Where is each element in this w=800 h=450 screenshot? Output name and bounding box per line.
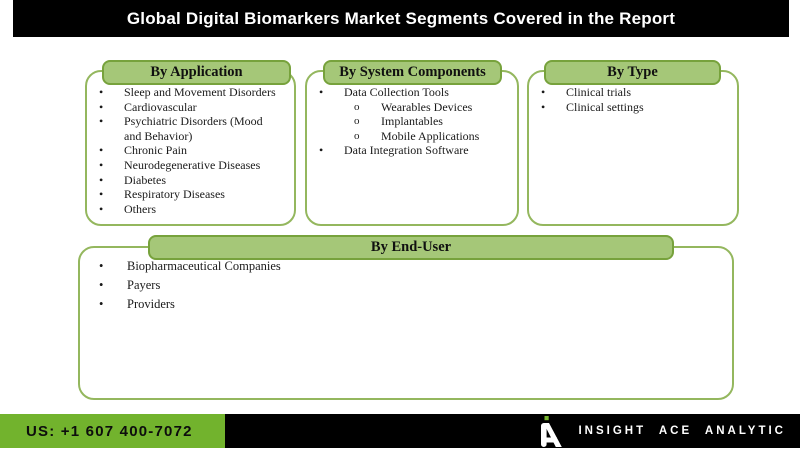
segment-box-end-user: By End-User • Biopharmaceutical Companies… bbox=[78, 235, 734, 400]
footer-phone-panel: US: +1 607 400-7072 bbox=[0, 414, 225, 448]
application-list: • Sleep and Movement Disorders • Cardiovas… bbox=[87, 72, 294, 216]
bullet-icon: • bbox=[541, 99, 546, 114]
segment-header-application: By Application bbox=[102, 60, 291, 85]
list-item-label: Chronic Pain bbox=[124, 143, 187, 158]
list-item-label: Respiratory Diseases bbox=[124, 187, 225, 202]
bullet-icon: • bbox=[99, 201, 104, 216]
list-item-label: Sleep and Movement Disorders bbox=[124, 85, 276, 99]
list-item-label: Implantables bbox=[381, 114, 443, 129]
bullet-icon: • bbox=[99, 114, 104, 129]
list-item: • Cardiovascular bbox=[95, 100, 290, 115]
list-item-label: Payers bbox=[127, 278, 161, 292]
list-item-label: Cardiovascular bbox=[124, 99, 197, 114]
bullet-icon: • bbox=[99, 143, 104, 158]
segment-box-type: By Type • Clinical trials • Clinical setti… bbox=[527, 60, 739, 226]
list-item: • Providers bbox=[92, 295, 728, 314]
bullet-icon: • bbox=[99, 99, 104, 114]
bullet-icon: • bbox=[99, 172, 104, 187]
list-item: • Others bbox=[95, 202, 290, 217]
type-list: • Clinical trials • Clinical settings bbox=[529, 72, 737, 114]
list-item-label: Diabetes bbox=[124, 172, 166, 187]
list-item: • Neurodegenerative Diseases bbox=[95, 158, 290, 173]
list-item-label: Others bbox=[124, 201, 156, 216]
segment-header-system-components: By System Components bbox=[323, 60, 502, 85]
list-item-label: Biopharmaceutical Companies bbox=[127, 259, 281, 273]
list-subitem: o Implantables bbox=[348, 114, 513, 129]
list-item-label: Clinical trials bbox=[566, 85, 631, 99]
circle-bullet-icon: o bbox=[354, 115, 360, 128]
brand-logo-icon bbox=[541, 415, 563, 447]
list-item-label: Wearables Devices bbox=[381, 99, 473, 114]
list-item: • Clinical trials bbox=[537, 85, 733, 100]
bullet-icon: • bbox=[99, 187, 104, 202]
bullet-icon: • bbox=[541, 85, 546, 99]
list-item: • Sleep and Movement Disorders bbox=[95, 85, 290, 100]
bullet-icon: • bbox=[99, 259, 104, 273]
list-item: • Biopharmaceutical Companies bbox=[92, 257, 728, 276]
segment-header-type: By Type bbox=[544, 60, 721, 85]
system-components-list: • Data Collection Tools o Wearables Device… bbox=[307, 72, 517, 158]
list-item: • Data Integration Software bbox=[315, 143, 513, 158]
list-subitem: o Wearables Devices bbox=[348, 100, 513, 115]
title-banner: Global Digital Biomarkers Market Segment… bbox=[13, 0, 789, 37]
list-item-label: Data Integration Software bbox=[344, 143, 469, 158]
list-subitem: o Mobile Applications bbox=[348, 129, 513, 144]
list-item-label: Psychiatric Disorders (Mood and Behavior… bbox=[124, 114, 263, 143]
segment-box-application: By Application • Sleep and Movement Disor… bbox=[85, 60, 296, 226]
list-item-label: Providers bbox=[127, 297, 175, 311]
brand-name: INSIGHT ACE ANALYTIC bbox=[578, 425, 786, 437]
phone-number: US: +1 607 400-7072 bbox=[26, 422, 193, 440]
bullet-icon: • bbox=[99, 157, 104, 172]
list-item: • Diabetes bbox=[95, 173, 290, 188]
bullet-icon: • bbox=[319, 85, 324, 99]
list-item-label: Data Collection Tools bbox=[344, 85, 449, 99]
list-item: • Chronic Pain bbox=[95, 143, 290, 158]
segment-box-system-components: By System Components • Data Collection To… bbox=[305, 60, 519, 226]
bullet-icon: • bbox=[99, 85, 104, 99]
list-item: • Psychiatric Disorders (Mood and Behavio… bbox=[95, 114, 290, 143]
circle-bullet-icon: o bbox=[354, 100, 360, 113]
footer-brand-panel: INSIGHT ACE ANALYTIC bbox=[225, 414, 800, 448]
page-title: Global Digital Biomarkers Market Segment… bbox=[126, 8, 676, 28]
list-item-label: Neurodegenerative Diseases bbox=[124, 157, 261, 172]
bullet-icon: • bbox=[99, 297, 104, 311]
list-item: • Clinical settings bbox=[537, 100, 733, 115]
end-user-list: • Biopharmaceutical Companies • Payers • Pr… bbox=[80, 248, 732, 314]
circle-bullet-icon: o bbox=[354, 129, 360, 142]
segment-header-end-user: By End-User bbox=[148, 235, 674, 260]
list-item: • Respiratory Diseases bbox=[95, 187, 290, 202]
list-item: • Data Collection Tools bbox=[315, 85, 513, 100]
bullet-icon: • bbox=[99, 278, 104, 292]
list-item: • Payers bbox=[92, 276, 728, 295]
footer-bar: US: +1 607 400-7072 INSIGHT ACE ANALYTIC bbox=[0, 414, 800, 448]
list-item-label: Clinical settings bbox=[566, 99, 644, 114]
bullet-icon: • bbox=[319, 143, 324, 158]
list-item-label: Mobile Applications bbox=[381, 128, 480, 143]
